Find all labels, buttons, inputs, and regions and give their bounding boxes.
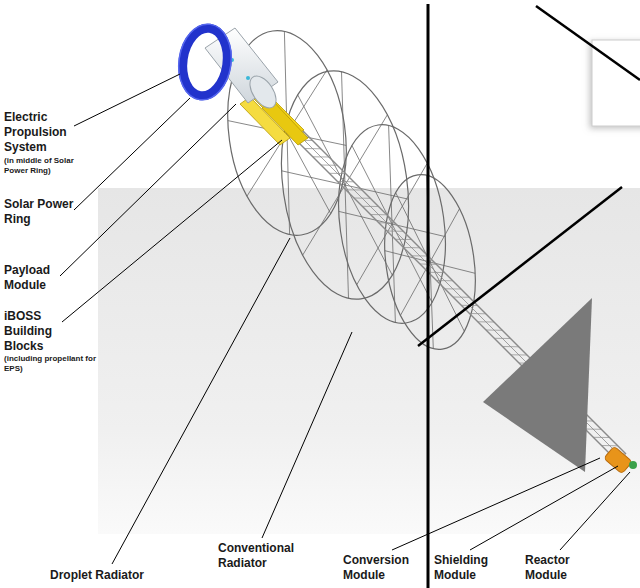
radiator-spoke: [339, 211, 392, 224]
solar-power-ring-edge: [174, 21, 236, 103]
radiator-spoke: [392, 163, 427, 224]
solar-power-ring: [178, 25, 231, 98]
part-label: Conventional Radiator: [218, 541, 308, 571]
truss-member: [503, 346, 519, 347]
truss-member: [395, 239, 411, 240]
leader-lines: [60, 74, 630, 564]
part-label: (in middle of Solar Power Ring): [4, 156, 88, 176]
truss-member: [354, 198, 370, 199]
radiator-rim: [327, 118, 458, 331]
truss-member: [593, 437, 609, 438]
truss-member: [404, 247, 420, 248]
truss-member: [470, 313, 486, 314]
truss-member: [362, 206, 378, 207]
truss-member: [346, 189, 362, 190]
radiator-spoke: [396, 193, 430, 262]
truss-member: [305, 148, 321, 149]
truss-member: [486, 330, 502, 331]
truss-member: [437, 280, 453, 281]
truss-member: [387, 231, 403, 232]
part-label: (including propellant for EPS): [4, 354, 108, 374]
truss-member: [428, 272, 444, 273]
radiator-rim: [374, 169, 486, 356]
truss-member: [313, 156, 329, 157]
part-label: Electric Propulsion System: [4, 110, 79, 155]
part-label: Droplet Radiator: [50, 568, 144, 583]
radiator-spoke: [430, 209, 460, 262]
radiator-spoke: [282, 171, 345, 185]
truss-member: [445, 288, 461, 289]
part-label: Solar Power Ring: [4, 197, 79, 227]
truss-member: [412, 255, 428, 256]
radiator-spoke: [392, 224, 445, 237]
truss-member: [585, 429, 601, 430]
truss-member: [511, 354, 527, 355]
reactor-module: [629, 461, 637, 469]
part-label: Conversion Module: [343, 553, 418, 583]
truss-member: [478, 321, 494, 322]
radiator-spoke: [357, 224, 392, 285]
radiator-rim: [268, 62, 423, 307]
truss-member: [329, 173, 345, 174]
truss-member: [371, 214, 387, 215]
payload-module: [205, 28, 281, 113]
radiator-spoke: [352, 146, 392, 225]
overlay-lines: [418, 4, 640, 588]
part-label: iBOSS Building Blocks: [4, 309, 66, 354]
radiator-spoke: [345, 185, 349, 298]
radiator-spoke: [345, 115, 387, 185]
render-background: [98, 188, 640, 534]
part-label: Reactor Module: [525, 553, 585, 583]
radiator-spoke: [430, 262, 475, 273]
truss-member: [338, 181, 354, 182]
radiator-spoke: [392, 224, 432, 303]
inset-box: [592, 40, 640, 126]
truss-member: [321, 165, 337, 166]
truss-member: [453, 297, 469, 298]
part-label: Payload Module: [4, 263, 64, 293]
part-label: Shielding Module: [434, 553, 504, 583]
conversion-module: [604, 446, 633, 474]
truss-member: [494, 338, 510, 339]
truss-member: [379, 222, 395, 223]
truss-member: [602, 445, 618, 446]
shield-cone: [483, 298, 592, 472]
